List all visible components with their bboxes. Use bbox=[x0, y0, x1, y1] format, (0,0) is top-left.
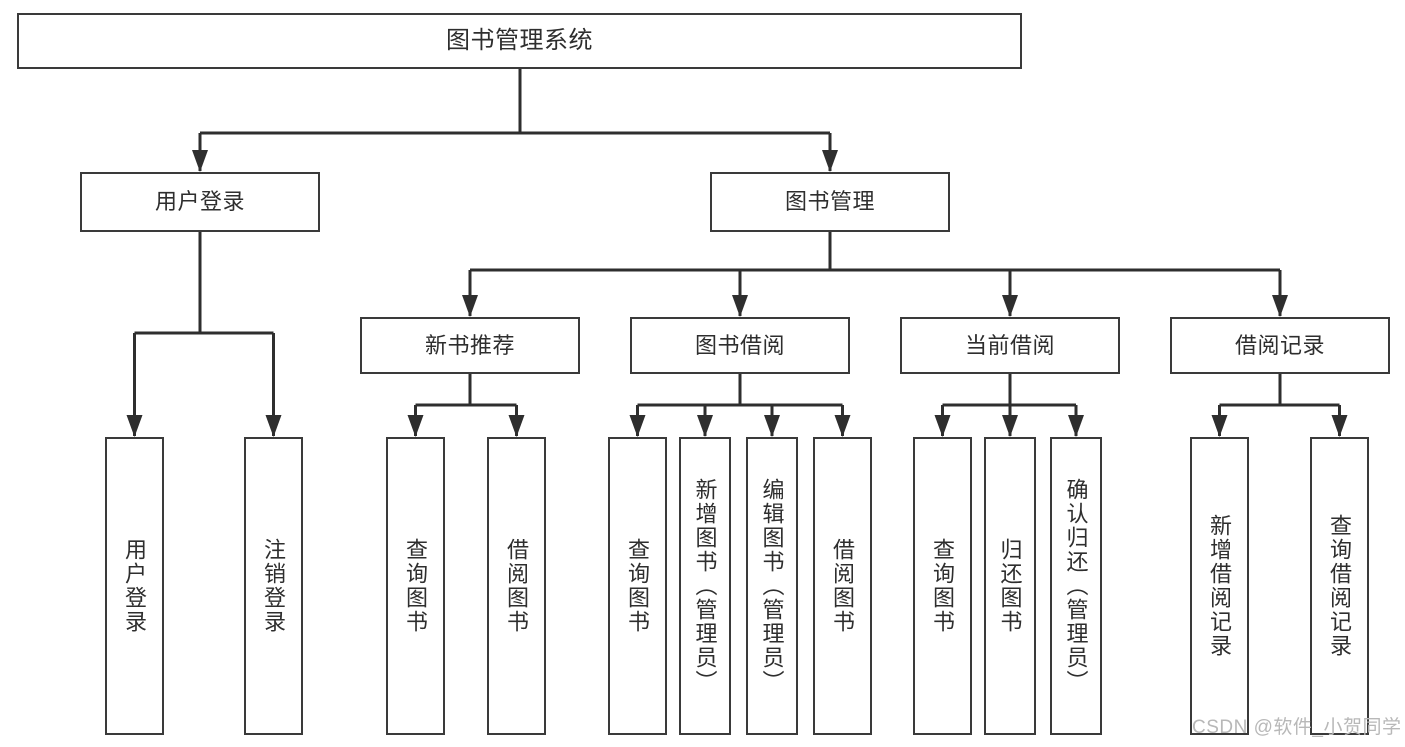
node-l-query-book-2[interactable]: 查询图书 bbox=[608, 437, 667, 735]
node-label-n-current-borrow: 当前借阅 bbox=[964, 332, 1055, 358]
node-n-current-borrow[interactable]: 当前借阅 bbox=[900, 317, 1120, 374]
arrowhead-l-query-record bbox=[1331, 415, 1348, 437]
arrowhead-n-current-borrow bbox=[1002, 295, 1018, 317]
node-n-user-login[interactable]: 用户登录 bbox=[80, 172, 320, 232]
node-n-new-book-rec[interactable]: 新书推荐 bbox=[360, 317, 580, 374]
node-label-l-user-logout: 注销登录 bbox=[261, 538, 287, 634]
arrowhead-l-query-book-2 bbox=[629, 415, 646, 437]
node-label-n-book-borrow: 图书借阅 bbox=[694, 332, 785, 358]
node-label-l-add-book: 新增图书（管理员） bbox=[692, 478, 718, 694]
arrowhead-l-query-book-1 bbox=[407, 415, 424, 437]
node-label-l-user-login: 用户登录 bbox=[122, 538, 148, 634]
node-l-return-book[interactable]: 归还图书 bbox=[984, 437, 1036, 735]
arrowhead-l-query-book-3 bbox=[934, 415, 951, 437]
arrowhead-n-borrow-record bbox=[1272, 295, 1288, 317]
node-l-user-login[interactable]: 用户登录 bbox=[105, 437, 164, 735]
arrowhead-l-borrow-book-2 bbox=[834, 415, 851, 437]
arrowhead-l-borrow-book-1 bbox=[508, 415, 525, 437]
node-l-edit-book[interactable]: 编辑图书（管理员） bbox=[746, 437, 798, 735]
node-n-book-manage[interactable]: 图书管理 bbox=[710, 172, 950, 232]
node-label-n-user-login: 用户登录 bbox=[154, 189, 245, 215]
node-l-confirm-return[interactable]: 确认归还（管理员） bbox=[1050, 437, 1102, 735]
node-label-n-book-manage: 图书管理 bbox=[784, 189, 875, 215]
arrowhead-l-confirm-return bbox=[1068, 415, 1084, 437]
node-label-l-query-book-3: 查询图书 bbox=[930, 538, 956, 634]
node-l-add-book[interactable]: 新增图书（管理员） bbox=[679, 437, 731, 735]
arrowhead-n-book-borrow bbox=[732, 295, 748, 317]
node-root[interactable]: 图书管理系统 bbox=[17, 13, 1022, 69]
node-label-l-add-record: 新增借阅记录 bbox=[1207, 514, 1233, 658]
arrowhead-n-new-book-rec bbox=[462, 295, 478, 317]
node-label-l-return-book: 归还图书 bbox=[997, 538, 1023, 634]
node-n-borrow-record[interactable]: 借阅记录 bbox=[1170, 317, 1390, 374]
node-label-n-borrow-record: 借阅记录 bbox=[1234, 332, 1325, 358]
arrowhead-l-return-book bbox=[1002, 415, 1018, 437]
node-l-query-book-3[interactable]: 查询图书 bbox=[913, 437, 972, 735]
node-l-query-record[interactable]: 查询借阅记录 bbox=[1310, 437, 1369, 735]
arrowhead-n-user-login bbox=[192, 150, 208, 172]
node-l-user-logout[interactable]: 注销登录 bbox=[244, 437, 303, 735]
node-l-add-record[interactable]: 新增借阅记录 bbox=[1190, 437, 1249, 735]
arrowhead-l-user-logout bbox=[265, 415, 282, 437]
arrowhead-l-user-login bbox=[126, 415, 143, 437]
node-label-root: 图书管理系统 bbox=[446, 26, 593, 54]
node-l-borrow-book-2[interactable]: 借阅图书 bbox=[813, 437, 872, 735]
node-label-l-query-record: 查询借阅记录 bbox=[1327, 514, 1353, 658]
node-label-l-confirm-return: 确认归还（管理员） bbox=[1063, 478, 1089, 694]
node-l-query-book-1[interactable]: 查询图书 bbox=[386, 437, 445, 735]
node-label-n-new-book-rec: 新书推荐 bbox=[424, 332, 515, 358]
node-label-l-edit-book: 编辑图书（管理员） bbox=[759, 478, 785, 694]
node-label-l-borrow-book-2: 借阅图书 bbox=[830, 538, 856, 634]
arrowhead-n-book-manage bbox=[822, 150, 838, 172]
node-label-l-query-book-1: 查询图书 bbox=[403, 538, 429, 634]
arrowhead-l-edit-book bbox=[764, 415, 780, 437]
node-l-borrow-book-1[interactable]: 借阅图书 bbox=[487, 437, 546, 735]
node-label-l-query-book-2: 查询图书 bbox=[625, 538, 651, 634]
node-label-l-borrow-book-1: 借阅图书 bbox=[504, 538, 530, 634]
arrowhead-l-add-record bbox=[1211, 415, 1228, 437]
arrowhead-l-add-book bbox=[697, 415, 713, 437]
node-n-book-borrow[interactable]: 图书借阅 bbox=[630, 317, 850, 374]
